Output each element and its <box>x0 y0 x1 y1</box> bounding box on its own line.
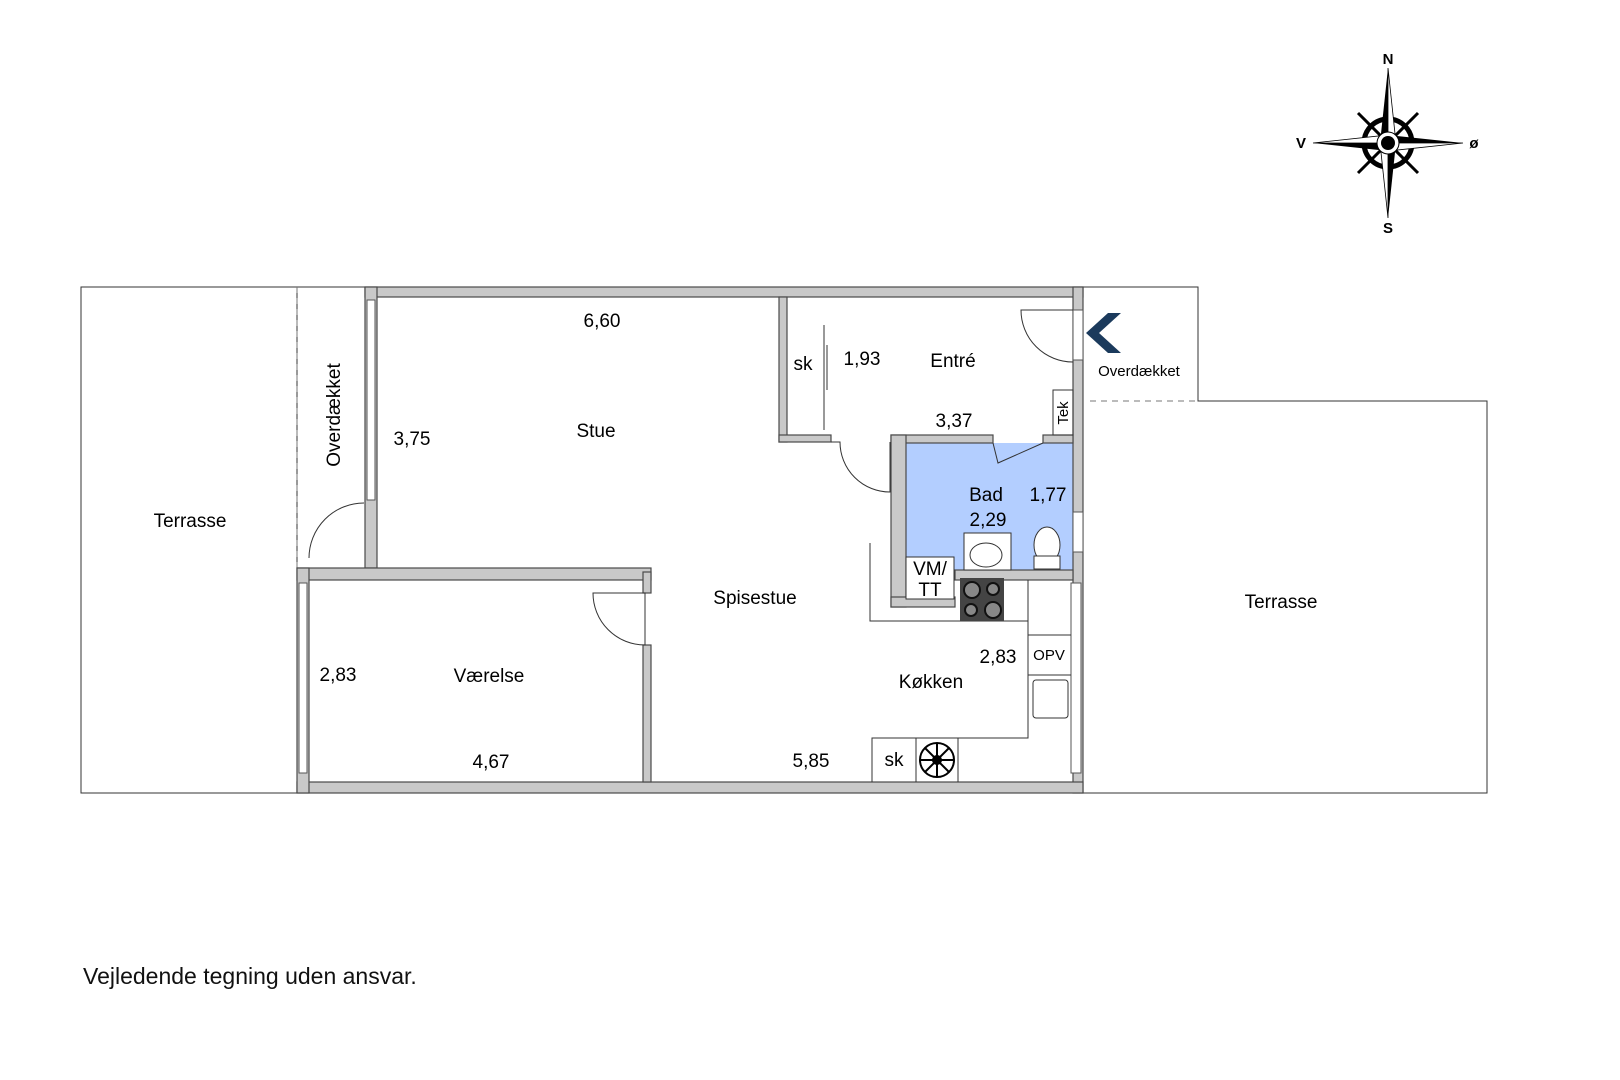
label-bath: Bad <box>969 485 1003 506</box>
dim-living-width: 6,60 <box>584 311 621 332</box>
disclaimer: Vejledende tegning uden ansvar. <box>83 963 417 989</box>
label-living: Stue <box>576 421 615 442</box>
dim-bath-depth: 1,77 <box>1030 485 1067 506</box>
label-terrace-right: Terrasse <box>1245 592 1318 613</box>
doors <box>308 309 1074 646</box>
label-closet-entrance: sk <box>794 354 814 375</box>
dim-bath-width: 2,29 <box>970 510 1007 531</box>
kitchen-counters <box>869 389 1074 782</box>
compass-east: ø <box>1469 135 1479 152</box>
label-washer: VM/ <box>913 559 948 580</box>
label-dryer: TT <box>918 580 942 601</box>
cooktop-icon <box>960 578 1004 621</box>
label-dining: Spisestue <box>713 588 796 609</box>
compass-north: N <box>1383 51 1394 68</box>
label-tech: Tek <box>1055 401 1072 425</box>
compass-west: V <box>1296 135 1306 152</box>
dim-dining-width: 5,85 <box>793 751 830 772</box>
label-dishwasher: OPV <box>1033 647 1065 664</box>
label-covered-left: Overdækket <box>324 363 345 467</box>
fan-icon <box>919 742 955 778</box>
label-covered-right: Overdækket <box>1098 363 1181 380</box>
label-entrance: Entré <box>930 351 975 372</box>
label-terrace-left: Terrasse <box>154 511 227 532</box>
dim-bedroom-width: 4,67 <box>473 752 510 773</box>
entrance-arrow-icon <box>1086 313 1121 353</box>
label-closet-kitchen: sk <box>885 750 905 771</box>
dim-entrance-width: 3,37 <box>936 411 973 432</box>
compass-south: S <box>1383 220 1393 237</box>
label-bedroom: Værelse <box>454 666 525 687</box>
dim-entrance-depth: 1,93 <box>844 349 881 370</box>
compass-rose-icon <box>1312 67 1464 219</box>
dim-bedroom-depth: 2,83 <box>320 665 357 686</box>
terrace-right-area <box>1083 286 1488 794</box>
terrace-left-area <box>80 286 298 794</box>
windows <box>298 299 1084 774</box>
dim-living-depth: 3,75 <box>394 429 431 450</box>
label-kitchen: Køkken <box>899 672 963 693</box>
dim-kitchen-depth: 2,83 <box>980 647 1017 668</box>
